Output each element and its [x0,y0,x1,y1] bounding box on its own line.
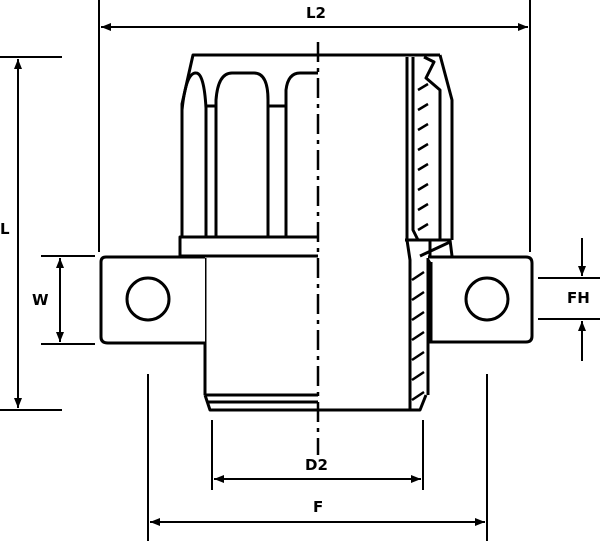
dimension-w [41,255,95,345]
label-w: W [32,291,49,309]
dimension-fh [538,238,600,361]
fitting-right-half [318,53,454,412]
flange-right [428,255,534,344]
flange-left [99,255,205,345]
label-f: F [313,498,324,516]
fitting-left-half [178,53,318,412]
dimension-l2 [98,0,531,252]
label-l: L [0,220,10,238]
label-fh: FH [567,289,590,307]
label-d2: D2 [305,456,328,474]
dimension-l [0,56,62,411]
dimension-d2 [211,420,424,490]
dimension-f [147,374,488,541]
label-l2: L2 [306,4,326,22]
